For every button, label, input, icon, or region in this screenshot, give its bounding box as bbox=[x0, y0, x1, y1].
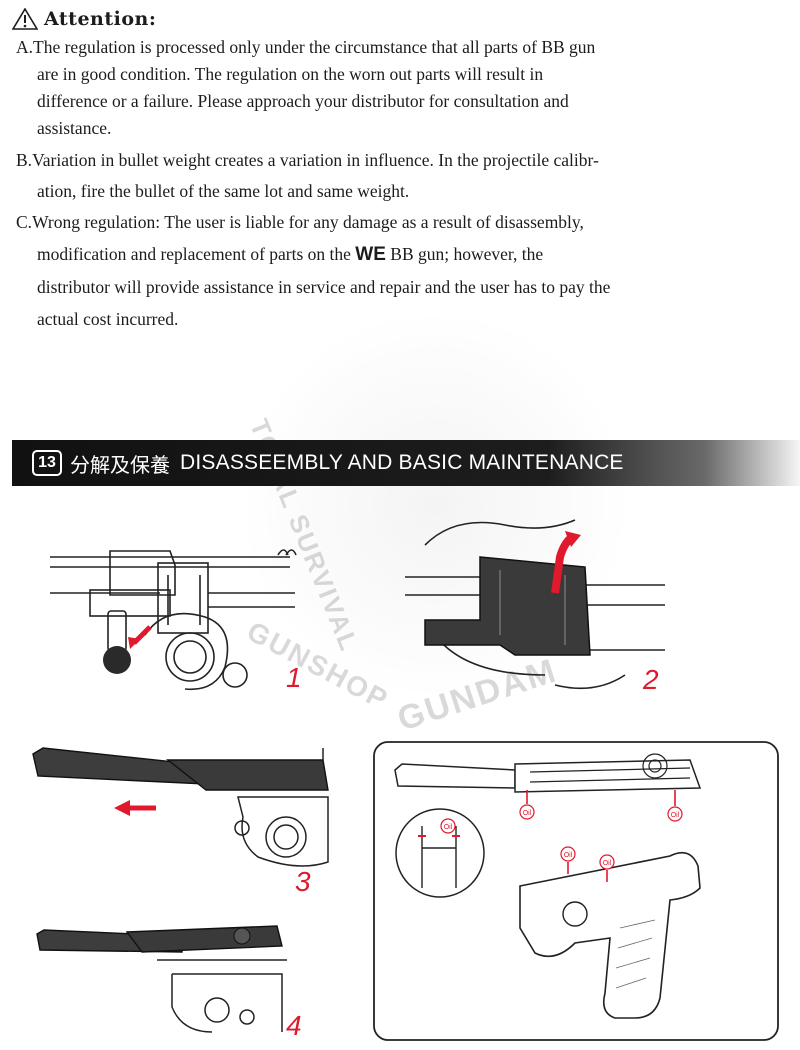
attention-item-a: A.The regulation is processed only under… bbox=[16, 34, 790, 142]
section-banner: 13 分解及保養 DISASSEEMBLY AND BASIC MAINTENA… bbox=[12, 440, 800, 486]
item-text: BB gun; however, the bbox=[385, 244, 544, 264]
brand-name: WE bbox=[355, 244, 386, 265]
figure-4-illustration bbox=[36, 925, 287, 1033]
warning-icon bbox=[12, 8, 38, 30]
item-text: The regulation is processed only under t… bbox=[33, 37, 596, 57]
figure-2-label: 2 bbox=[643, 664, 659, 695]
item-marker: B. bbox=[16, 150, 33, 170]
item-text: assistance. bbox=[37, 118, 112, 138]
figure-3-label: 3 bbox=[295, 866, 311, 897]
item-text: distributor will provide assistance in s… bbox=[37, 277, 611, 297]
figure-3-illustration bbox=[32, 747, 329, 867]
attention-item-c: C.Wrong regulation: The user is liable f… bbox=[16, 206, 790, 335]
item-text: Wrong regulation: The user is liable for… bbox=[32, 212, 584, 232]
attention-item-b: B.Variation in bullet weight creates a v… bbox=[16, 145, 790, 207]
attention-header: Attention: bbox=[12, 4, 156, 34]
item-text: modification and replacement of parts on… bbox=[37, 244, 356, 264]
attention-title: Attention: bbox=[44, 8, 157, 30]
oil-label: Oil bbox=[671, 812, 680, 819]
item-marker: A. bbox=[16, 37, 34, 57]
oil-label: Oil bbox=[564, 852, 573, 859]
lubrication-panel: Oil Oil Oil Oil Oil bbox=[373, 741, 779, 1041]
oil-label: Oil bbox=[444, 824, 453, 831]
item-text: actual cost incurred. bbox=[37, 309, 179, 329]
item-text: difference or a failure. Please approach… bbox=[37, 91, 569, 111]
section-title-cn: 分解及保養 bbox=[70, 452, 170, 477]
item-text: Variation in bullet weight creates a var… bbox=[32, 150, 599, 170]
figure-2-illustration bbox=[405, 519, 665, 690]
figure-1-label: 1 bbox=[286, 662, 302, 693]
figure-1-illustration bbox=[50, 549, 297, 691]
item-marker: C. bbox=[16, 212, 33, 232]
section-title-en: DISASSEEMBLY AND BASIC MAINTENANCE bbox=[180, 451, 624, 474]
figure-4-label: 4 bbox=[286, 1010, 302, 1041]
oil-label: Oil bbox=[603, 860, 612, 867]
section-number: 13 bbox=[32, 450, 62, 476]
item-text: ation, fire the bullet of the same lot a… bbox=[37, 181, 410, 201]
oil-label: Oil bbox=[523, 810, 532, 817]
item-text: are in good condition. The regulation on… bbox=[37, 64, 544, 84]
